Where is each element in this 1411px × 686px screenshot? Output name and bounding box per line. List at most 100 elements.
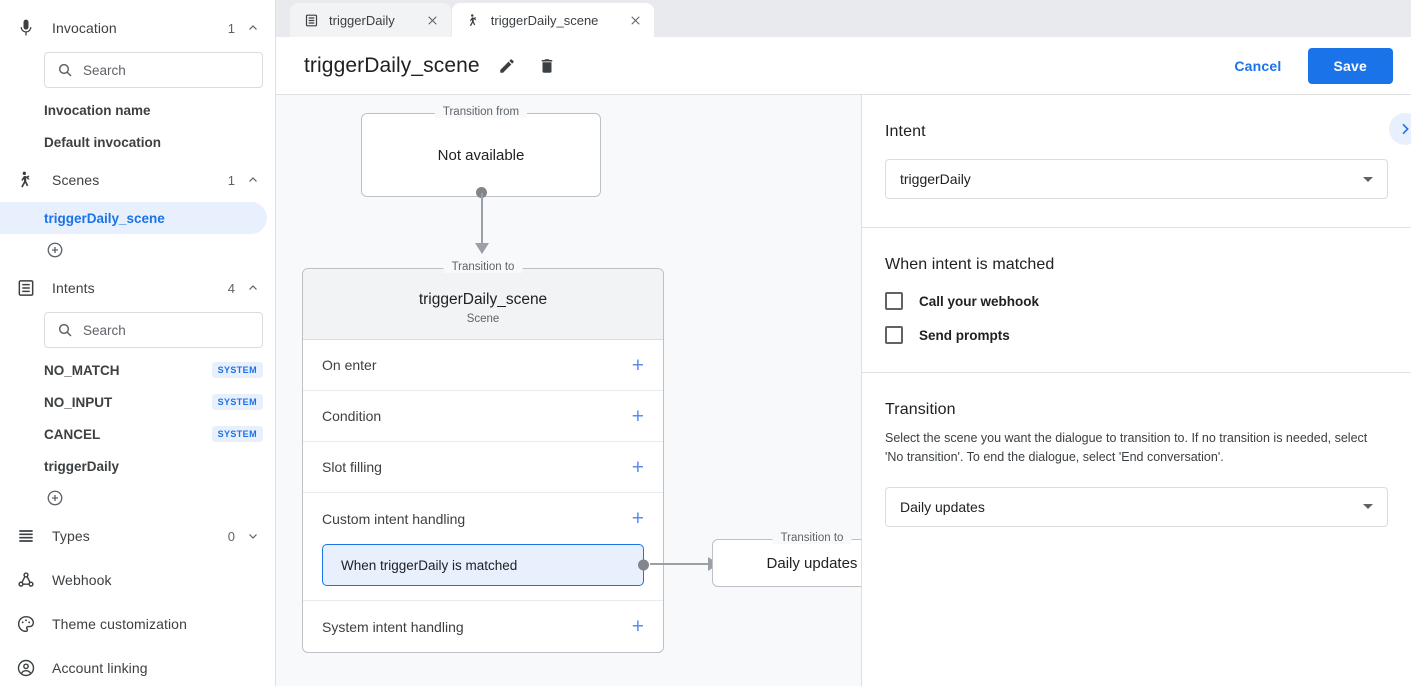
intents-search-input[interactable] bbox=[83, 322, 250, 338]
transition-heading: Transition bbox=[885, 401, 956, 418]
transition-to-legend: Transition to bbox=[443, 261, 523, 273]
connector-line-horizontal bbox=[650, 563, 710, 565]
checkbox-send-prompts[interactable]: Send prompts bbox=[885, 326, 1388, 344]
add-scene-button[interactable] bbox=[0, 234, 275, 266]
invocation-search-input[interactable] bbox=[83, 62, 250, 78]
palette-icon bbox=[14, 612, 38, 636]
transition-target-node[interactable]: Transition to Daily updates bbox=[712, 532, 861, 587]
page-title: triggerDaily_scene bbox=[304, 53, 480, 77]
add-condition-button[interactable]: + bbox=[631, 404, 644, 428]
transition-section: Transition Select the scene you want the… bbox=[862, 373, 1411, 555]
trash-icon[interactable] bbox=[538, 57, 556, 75]
sidebar-item-label: Webhook bbox=[52, 572, 112, 588]
close-icon[interactable] bbox=[426, 14, 439, 27]
sidebar-item-label: Invocation name bbox=[44, 102, 151, 118]
scene-row-label: Custom intent handling bbox=[322, 510, 466, 527]
custom-intent-chip[interactable]: When triggerDaily is matched bbox=[322, 544, 649, 586]
close-icon[interactable] bbox=[629, 14, 642, 27]
scene-person-icon bbox=[14, 168, 38, 192]
sidebar-item-label: CANCEL bbox=[44, 426, 101, 442]
tab-triggerdaily-scene[interactable]: triggerDaily_scene bbox=[451, 3, 655, 37]
add-intent-button[interactable] bbox=[0, 482, 275, 514]
webhook-icon bbox=[14, 568, 38, 592]
checkbox-label: Call your webhook bbox=[919, 293, 1040, 309]
sidebar-item-label: triggerDaily bbox=[44, 458, 120, 474]
sidebar-item-label: NO_MATCH bbox=[44, 362, 120, 378]
intents-search-box[interactable] bbox=[44, 312, 263, 348]
sidebar-item-invocation-name[interactable]: Invocation name bbox=[0, 94, 275, 126]
connector-dot bbox=[637, 559, 649, 571]
tab-label: triggerDaily_scene bbox=[490, 12, 599, 28]
sidebar-item-theme-customization[interactable]: Theme customization bbox=[0, 602, 275, 646]
page-header: triggerDaily_scene Cancel Save bbox=[276, 37, 1411, 95]
checkbox-label: Send prompts bbox=[919, 327, 1010, 343]
sidebar: Invocation 1 Invocation name Default inv… bbox=[0, 0, 276, 686]
sidebar-section-label: Scenes bbox=[52, 172, 100, 188]
sidebar-section-label: Intents bbox=[52, 280, 95, 296]
chevron-up-icon[interactable] bbox=[247, 22, 259, 34]
cancel-button[interactable]: Cancel bbox=[1218, 50, 1297, 82]
sidebar-section-count: 0 bbox=[227, 528, 235, 544]
chevron-right-icon[interactable] bbox=[1389, 113, 1411, 145]
scene-row-label: Condition bbox=[322, 408, 382, 424]
add-on-enter-button[interactable]: + bbox=[631, 353, 644, 377]
add-system-intent-button[interactable]: + bbox=[631, 615, 644, 638]
intent-heading: Intent bbox=[885, 123, 926, 140]
sidebar-item-triggerdaily[interactable]: triggerDaily bbox=[0, 450, 275, 482]
checkbox-box[interactable] bbox=[885, 292, 903, 310]
transition-select[interactable]: Daily updates bbox=[885, 486, 1388, 527]
tab-label: triggerDaily bbox=[329, 12, 395, 28]
scene-row-label: System intent handling bbox=[322, 618, 464, 635]
invocation-search-box[interactable] bbox=[44, 52, 263, 88]
types-lines-icon bbox=[14, 524, 38, 548]
search-icon bbox=[57, 62, 73, 78]
intent-select[interactable]: triggerDaily bbox=[885, 159, 1388, 199]
scene-card[interactable]: Transition to triggerDaily_scene Scene O… bbox=[302, 261, 664, 653]
intents-search-wrap bbox=[0, 310, 275, 354]
transition-from-legend: Transition from bbox=[434, 106, 528, 118]
sidebar-section-count: 4 bbox=[227, 280, 235, 296]
chevron-down-icon[interactable] bbox=[247, 530, 259, 542]
tab-triggerdaily[interactable]: triggerDaily bbox=[290, 3, 451, 37]
search-icon bbox=[57, 322, 73, 338]
checkbox-call-your-webhook[interactable]: Call your webhook bbox=[885, 292, 1388, 310]
scene-card-title: triggerDaily_scene bbox=[418, 291, 548, 308]
sidebar-section-invocation[interactable]: Invocation 1 bbox=[0, 6, 275, 50]
sidebar-item-no-match[interactable]: NO_MATCH SYSTEM bbox=[0, 354, 275, 386]
sidebar-item-no-input[interactable]: NO_INPUT SYSTEM bbox=[0, 386, 275, 418]
intent-section: Intent triggerDaily bbox=[862, 95, 1411, 228]
sidebar-item-cancel[interactable]: CANCEL SYSTEM bbox=[0, 418, 275, 450]
scene-row-system-intent-handling[interactable]: System intent handling + bbox=[303, 601, 663, 652]
transition-target-value: Daily updates bbox=[766, 554, 858, 572]
sidebar-item-account-linking[interactable]: Account linking bbox=[0, 646, 275, 686]
pencil-icon[interactable] bbox=[498, 57, 516, 75]
scene-row-custom-intent-handling[interactable]: Custom intent handling + bbox=[303, 493, 663, 544]
chevron-up-icon[interactable] bbox=[247, 174, 259, 186]
add-custom-intent-button[interactable]: + bbox=[631, 507, 644, 530]
sidebar-item-label: triggerDaily_scene bbox=[44, 210, 165, 226]
sidebar-item-triggerdaily-scene[interactable]: triggerDaily_scene bbox=[0, 202, 267, 234]
scene-row-condition[interactable]: Condition + bbox=[303, 391, 663, 442]
sidebar-item-webhook[interactable]: Webhook bbox=[0, 558, 275, 602]
sidebar-item-default-invocation[interactable]: Default invocation bbox=[0, 126, 275, 158]
add-slot-filling-button[interactable]: + bbox=[631, 455, 644, 479]
sidebar-section-types[interactable]: Types 0 bbox=[0, 514, 275, 558]
transition-from-node[interactable]: Transition from Not available bbox=[361, 106, 601, 197]
scene-graph-canvas[interactable]: Transition from Not available Transition… bbox=[276, 95, 862, 686]
invocation-search-wrap bbox=[0, 50, 275, 94]
sidebar-item-label: Default invocation bbox=[44, 134, 162, 150]
add-circle-icon bbox=[46, 489, 64, 507]
main-area: triggerDaily triggerDaily_scene bbox=[276, 0, 1411, 686]
save-button[interactable]: Save bbox=[1307, 47, 1393, 84]
scene-card-header: triggerDaily_scene Scene bbox=[303, 269, 663, 340]
scene-row-slot-filling[interactable]: Slot filling + bbox=[303, 442, 663, 493]
checkbox-box[interactable] bbox=[885, 326, 903, 344]
list-document-icon bbox=[14, 276, 38, 300]
when-intent-matched-heading: When intent is matched bbox=[885, 256, 1055, 273]
status-badge: SYSTEM bbox=[211, 426, 263, 442]
microphone-icon bbox=[14, 16, 38, 40]
scene-row-on-enter[interactable]: On enter + bbox=[303, 340, 663, 391]
chevron-up-icon[interactable] bbox=[247, 282, 259, 294]
sidebar-section-scenes[interactable]: Scenes 1 bbox=[0, 158, 275, 202]
sidebar-section-intents[interactable]: Intents 4 bbox=[0, 266, 275, 310]
